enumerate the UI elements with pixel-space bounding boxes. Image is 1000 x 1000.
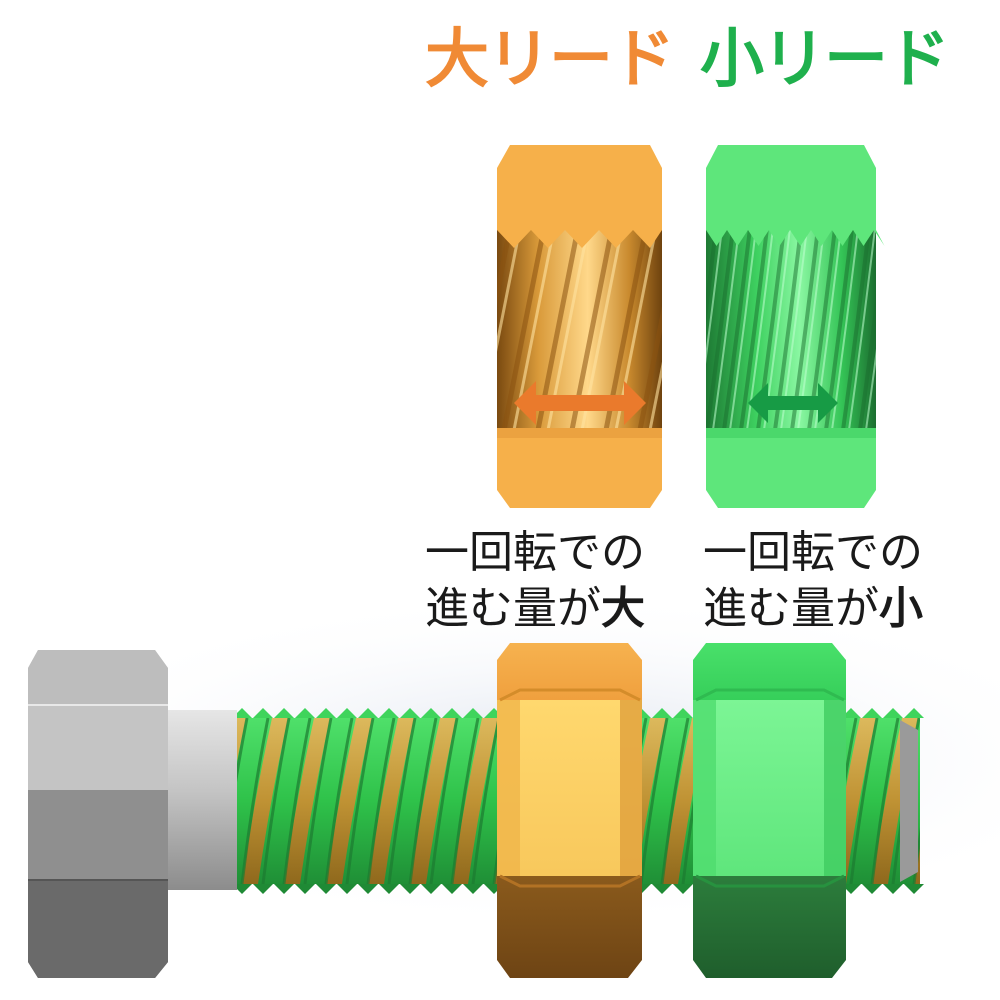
caption-large-accent: 大 — [601, 583, 645, 634]
caption-large-line2: 進む量が大 — [425, 581, 645, 637]
caption-small-accent: 小 — [879, 583, 923, 634]
bolt-head — [28, 650, 168, 978]
bolt-tip — [900, 720, 918, 882]
caption-large-lead: 一回転での 進む量が大 — [425, 525, 645, 637]
nut-small-lead — [693, 643, 846, 978]
section-view-small-lead — [706, 145, 885, 508]
caption-small-line1: 一回転での — [703, 527, 923, 578]
caption-small-line2: 進む量が小 — [703, 581, 923, 637]
caption-large-line1: 一回転での — [425, 527, 645, 578]
nut-large-lead — [497, 643, 642, 978]
bolt-shank — [155, 710, 237, 890]
caption-small-lead: 一回転での 進む量が小 — [703, 525, 923, 637]
caption-small-line2-prefix: 進む量が — [703, 583, 879, 634]
double-arrow-horizontal-icon — [748, 383, 838, 423]
section-view-large-lead — [497, 145, 662, 508]
double-arrow-horizontal-icon — [514, 381, 646, 425]
caption-large-line2-prefix: 進む量が — [425, 583, 601, 634]
title-small-lead: 小リード — [700, 23, 950, 97]
title-large-lead: 大リード — [425, 23, 675, 97]
